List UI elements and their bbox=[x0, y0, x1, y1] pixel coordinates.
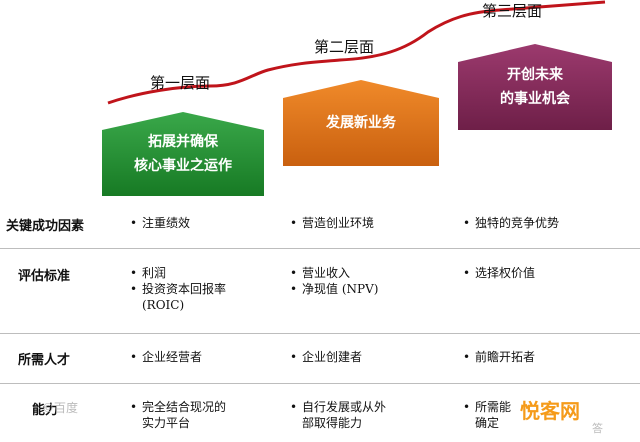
cell: •营造创业环境 bbox=[290, 216, 375, 230]
layer-1-house: 拓展并确保 核心事业之运作 bbox=[102, 112, 264, 196]
cell: •企业创建者 bbox=[290, 350, 363, 364]
cell: •利润 •投资资本回报率 (ROIC) bbox=[130, 266, 227, 312]
row-label-talent: 所需人才 bbox=[18, 353, 71, 368]
row-divider bbox=[0, 383, 640, 384]
row-divider bbox=[0, 333, 640, 334]
house-shape bbox=[283, 80, 439, 166]
layer-2-title: 第二层面 bbox=[314, 38, 375, 56]
layer-1-box-line-2: 核心事业之运作 bbox=[134, 158, 232, 174]
baidu-watermark: ©百度 bbox=[42, 401, 79, 415]
row-label-success-factors: 关键成功因素 bbox=[6, 219, 85, 234]
row-label-evaluation: 评估标准 bbox=[18, 269, 71, 284]
layer-3-box-line-1: 开创未来 bbox=[507, 67, 563, 83]
cell: •前瞻开拓者 bbox=[463, 350, 536, 364]
layer-1-title: 第一层面 bbox=[150, 74, 211, 92]
layer-3-box-line-2: 的事业机会 bbox=[500, 91, 570, 107]
row-divider bbox=[0, 248, 640, 249]
cell: •所需能 确定 bbox=[463, 400, 512, 430]
corner-watermark: 答 bbox=[592, 422, 603, 435]
layer-3-title: 第三层面 bbox=[482, 2, 543, 20]
cell: •营业收入 •净现值 (NPV) bbox=[290, 266, 379, 296]
site-watermark: 悦客网 bbox=[520, 399, 580, 423]
row-label-capability: 能力 bbox=[32, 403, 59, 418]
cell: •独特的竞争优势 bbox=[463, 216, 560, 230]
growth-curve bbox=[107, 0, 606, 105]
cell: •自行发展或从外 部取得能力 bbox=[290, 400, 387, 430]
cell: •选择权价值 bbox=[463, 266, 536, 280]
cell: •注重绩效 bbox=[130, 216, 191, 230]
house-shape bbox=[102, 112, 264, 196]
house-shape bbox=[458, 44, 612, 130]
layer-3-house: 开创未来 的事业机会 bbox=[458, 44, 612, 130]
cell: •完全结合现况的 实力平台 bbox=[130, 400, 227, 430]
layer-2-house: 发展新业务 bbox=[283, 80, 439, 166]
layer-2-box-line-1: 发展新业务 bbox=[326, 115, 396, 131]
cell: •企业经营者 bbox=[130, 350, 203, 364]
layer-1-box-line-1: 拓展并确保 bbox=[148, 134, 218, 150]
